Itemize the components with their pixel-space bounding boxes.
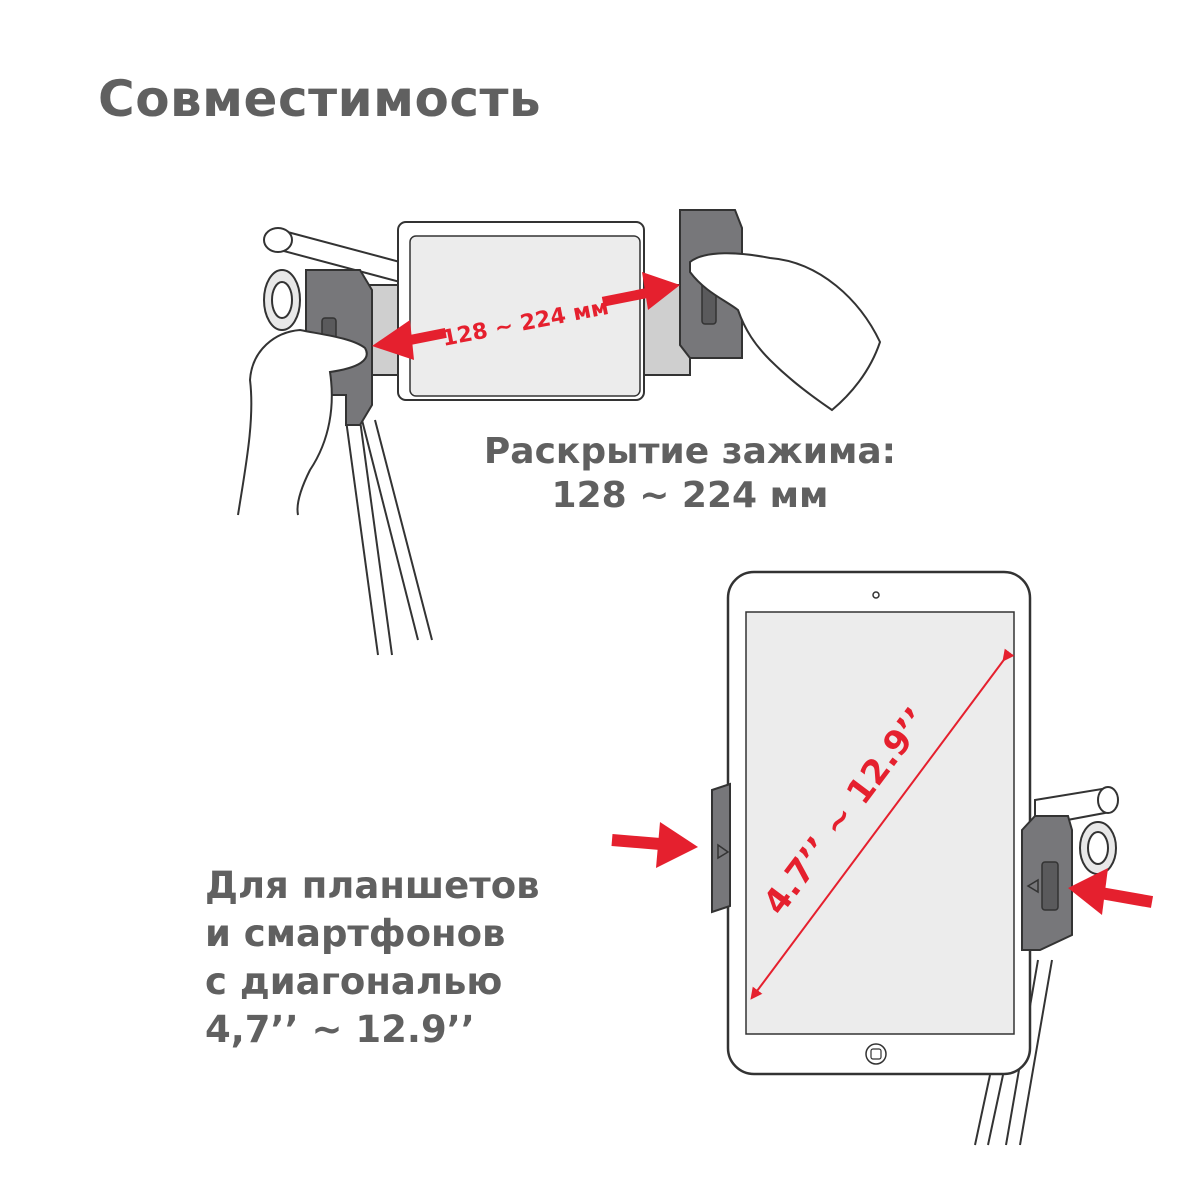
- tablet-caption: Для планшетов и смартфонов с диагональю …: [205, 862, 540, 1054]
- tablet-caption-line3: с диагональю: [205, 960, 503, 1003]
- right-hand: [689, 252, 882, 412]
- holder-jaw-right: [1021, 815, 1073, 951]
- front-camera-icon: [872, 591, 880, 599]
- push-arrow-right-icon: [1068, 868, 1154, 915]
- holder-jaw-left: [711, 782, 731, 914]
- clamp-caption-line2: 128 ~ 224 мм: [551, 475, 829, 516]
- mount-bar: [263, 227, 401, 331]
- holder-mount: [1034, 786, 1119, 875]
- tablet-caption-line1: Для планшетов: [205, 864, 540, 907]
- clamp-caption: Раскрытие зажима: 128 ~ 224 мм: [400, 430, 980, 518]
- tablet-device: [726, 570, 1032, 1076]
- tablet-caption-line2: и смартфонов: [205, 912, 506, 955]
- clamp-caption-line1: Раскрытие зажима:: [483, 431, 897, 472]
- tablet-illustration: 4.7’’ ~ 12.9’’: [611, 570, 1154, 1146]
- push-arrow-left-icon: [611, 822, 698, 868]
- home-button-icon: [865, 1043, 887, 1065]
- clamp-illustration: 128 ~ 224 мм: [237, 209, 882, 656]
- headrest-pole: [345, 419, 433, 656]
- page-title: Совместимость: [98, 70, 542, 128]
- left-hand: [237, 328, 368, 516]
- tablet-caption-line4: 4,7’’ ~ 12.9’’: [205, 1008, 475, 1051]
